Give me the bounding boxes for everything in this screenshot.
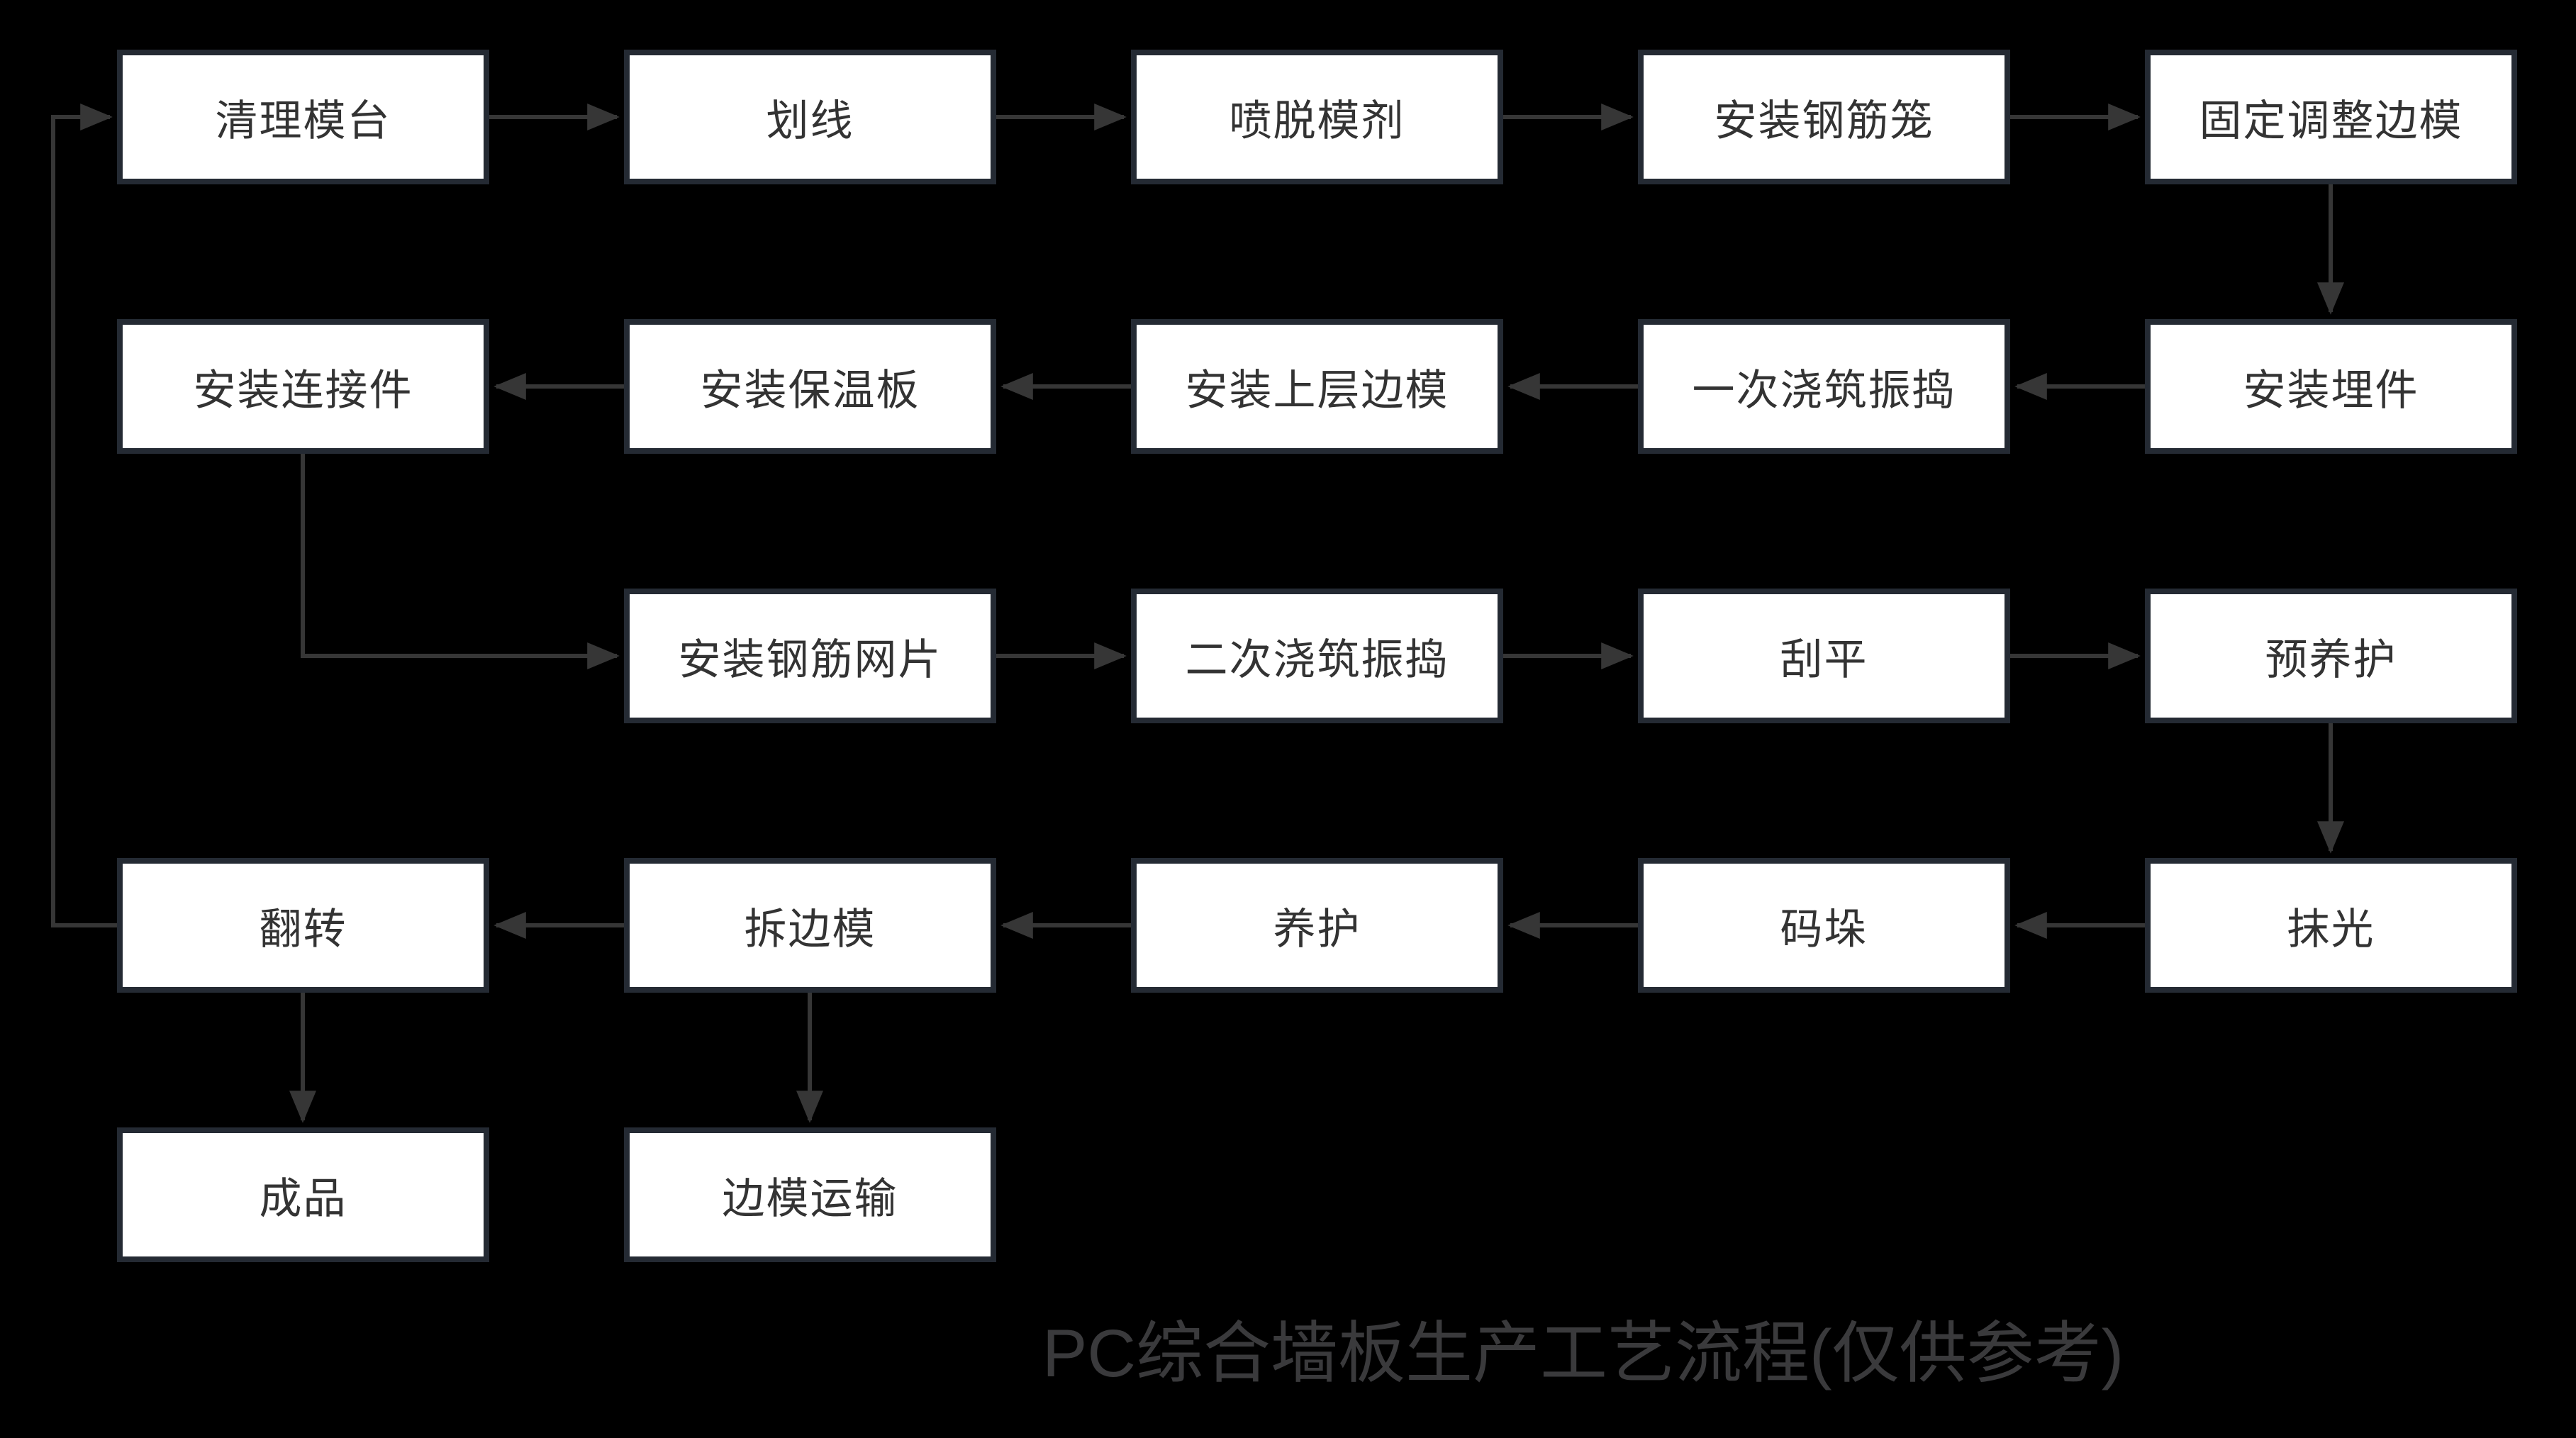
flow-connector xyxy=(301,454,620,669)
flow-node: 拆边模 xyxy=(624,858,996,993)
flow-node: 清理模台 xyxy=(117,50,489,184)
flow-node: 安装钢筋网片 xyxy=(624,589,996,723)
flow-connector xyxy=(51,104,117,927)
flow-node: 安装连接件 xyxy=(117,319,489,454)
flow-node: 固定调整边模 xyxy=(2145,50,2517,184)
flow-node: 预养护 xyxy=(2145,589,2517,723)
flow-node: 二次浇筑振捣 xyxy=(1131,589,1503,723)
flow-node: 抹光 xyxy=(2145,858,2517,993)
flow-node: 码垛 xyxy=(1638,858,2010,993)
flow-node: 安装钢筋笼 xyxy=(1638,50,2010,184)
flow-node: 安装上层边模 xyxy=(1131,319,1503,454)
flow-node: 边模运输 xyxy=(624,1127,996,1262)
flow-node: 安装埋件 xyxy=(2145,319,2517,454)
flow-node: 一次浇筑振捣 xyxy=(1638,319,2010,454)
flow-node: 刮平 xyxy=(1638,589,2010,723)
flow-node: 养护 xyxy=(1131,858,1503,993)
flow-node: 划线 xyxy=(624,50,996,184)
flow-node: 安装保温板 xyxy=(624,319,996,454)
flow-node: 翻转 xyxy=(117,858,489,993)
diagram-title: PC综合墙板生产工艺流程(仅供参考) xyxy=(1042,1316,2124,1391)
flow-node: 成品 xyxy=(117,1127,489,1262)
flow-node: 喷脱模剂 xyxy=(1131,50,1503,184)
